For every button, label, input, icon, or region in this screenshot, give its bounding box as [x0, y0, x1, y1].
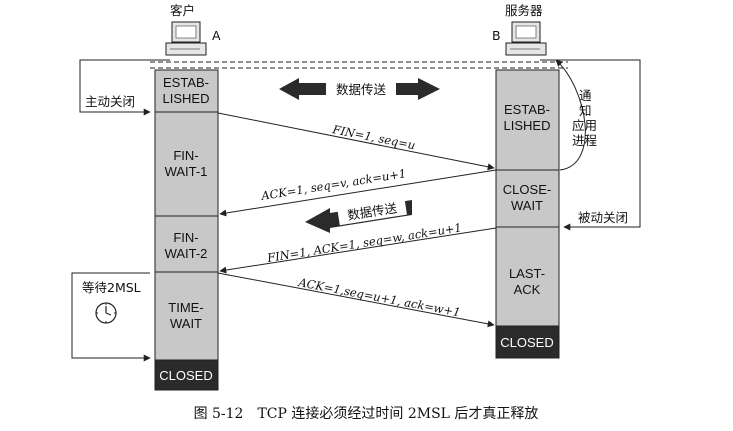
msg-label-ack: ACK=1, seq=v, ack=u+1 [259, 166, 407, 203]
server-name: 服务器 [505, 3, 543, 18]
server-state-last-ack-line2: ACK [514, 282, 541, 297]
active-close-label: 主动关闭 [85, 94, 135, 109]
data-transfer-left-arrow [305, 196, 412, 233]
server-computer-icon [505, 21, 547, 56]
client-state-fin-wait-2 [154, 215, 219, 273]
msg-label-final-ack: ACK=1,seq=u+1, ack=w+1 [296, 275, 461, 319]
notify-app-line1: 通 [579, 88, 592, 103]
notify-app-line2: 知 [579, 103, 592, 118]
server-state-closed-label: CLOSED [500, 335, 553, 350]
wait-2msl-label: 等待2MSL [82, 280, 141, 295]
server-state-last-ack [495, 226, 560, 327]
data-transfer-label-top: 数据传送 [336, 82, 387, 97]
msg-arrow-ack [219, 169, 497, 217]
client-state-time-wait-line1: TIME- [168, 300, 203, 315]
msg-label-fin: FIN=1, seq=u [330, 122, 416, 152]
msg-label-fin-ack: FIN=1, ACK=1, seq=w, ack=u+1 [265, 220, 462, 265]
notify-app-curve [555, 59, 586, 171]
wait-2msl-bracket [71, 272, 151, 362]
server-state-close-wait [495, 169, 560, 228]
msg-arrow-fin-ack [219, 227, 497, 274]
notify-app-line4: 进程 [572, 133, 598, 148]
client-name: 客户 [170, 3, 195, 18]
notify-app-line3: 应用 [572, 118, 597, 133]
client-state-fin-wait-2-line2: WAIT-2 [165, 246, 208, 261]
client-computer-icon [165, 21, 207, 56]
client-state-fin-wait-1-line1: FIN- [173, 148, 198, 163]
client-state-established-line2: LISHED [163, 91, 210, 106]
client-state-established [154, 69, 219, 113]
client-letter: A [212, 28, 221, 43]
msg-arrow-fin [217, 112, 495, 171]
client-state-fin-wait-1-line2: WAIT-1 [165, 164, 208, 179]
server-state-close-wait-line1: CLOSE- [503, 182, 551, 197]
client-state-fin-wait-1 [154, 111, 219, 217]
server-state-last-ack-line1: LAST- [509, 266, 545, 281]
client-state-time-wait [154, 271, 219, 361]
clock-icon [95, 302, 117, 324]
server-state-established-line1: ESTAB- [504, 102, 550, 117]
data-transfer-double-arrow [279, 78, 440, 100]
server-state-closed [495, 325, 560, 359]
client-state-column [154, 69, 219, 391]
client-state-established-line1: ESTAB- [163, 75, 209, 90]
passive-close-label: 被动关闭 [578, 210, 628, 225]
server-state-column [495, 69, 560, 359]
client-state-fin-wait-2-line1: FIN- [173, 230, 198, 245]
client-state-closed [154, 359, 219, 391]
client-state-time-wait-line2: WAIT [170, 316, 202, 331]
figure-caption: 图 5-12 TCP 连接必须经过时间 2MSL 后才真正释放 [194, 405, 539, 422]
server-state-established [495, 69, 560, 171]
client-state-closed-label: CLOSED [159, 368, 212, 383]
server-letter: B [492, 28, 501, 43]
passive-close-bracket [540, 59, 641, 231]
server-state-close-wait-line2: WAIT [511, 198, 543, 213]
active-close-bracket [79, 59, 170, 116]
msg-arrow-final-ack [217, 272, 495, 328]
server-state-established-line2: LISHED [504, 118, 551, 133]
